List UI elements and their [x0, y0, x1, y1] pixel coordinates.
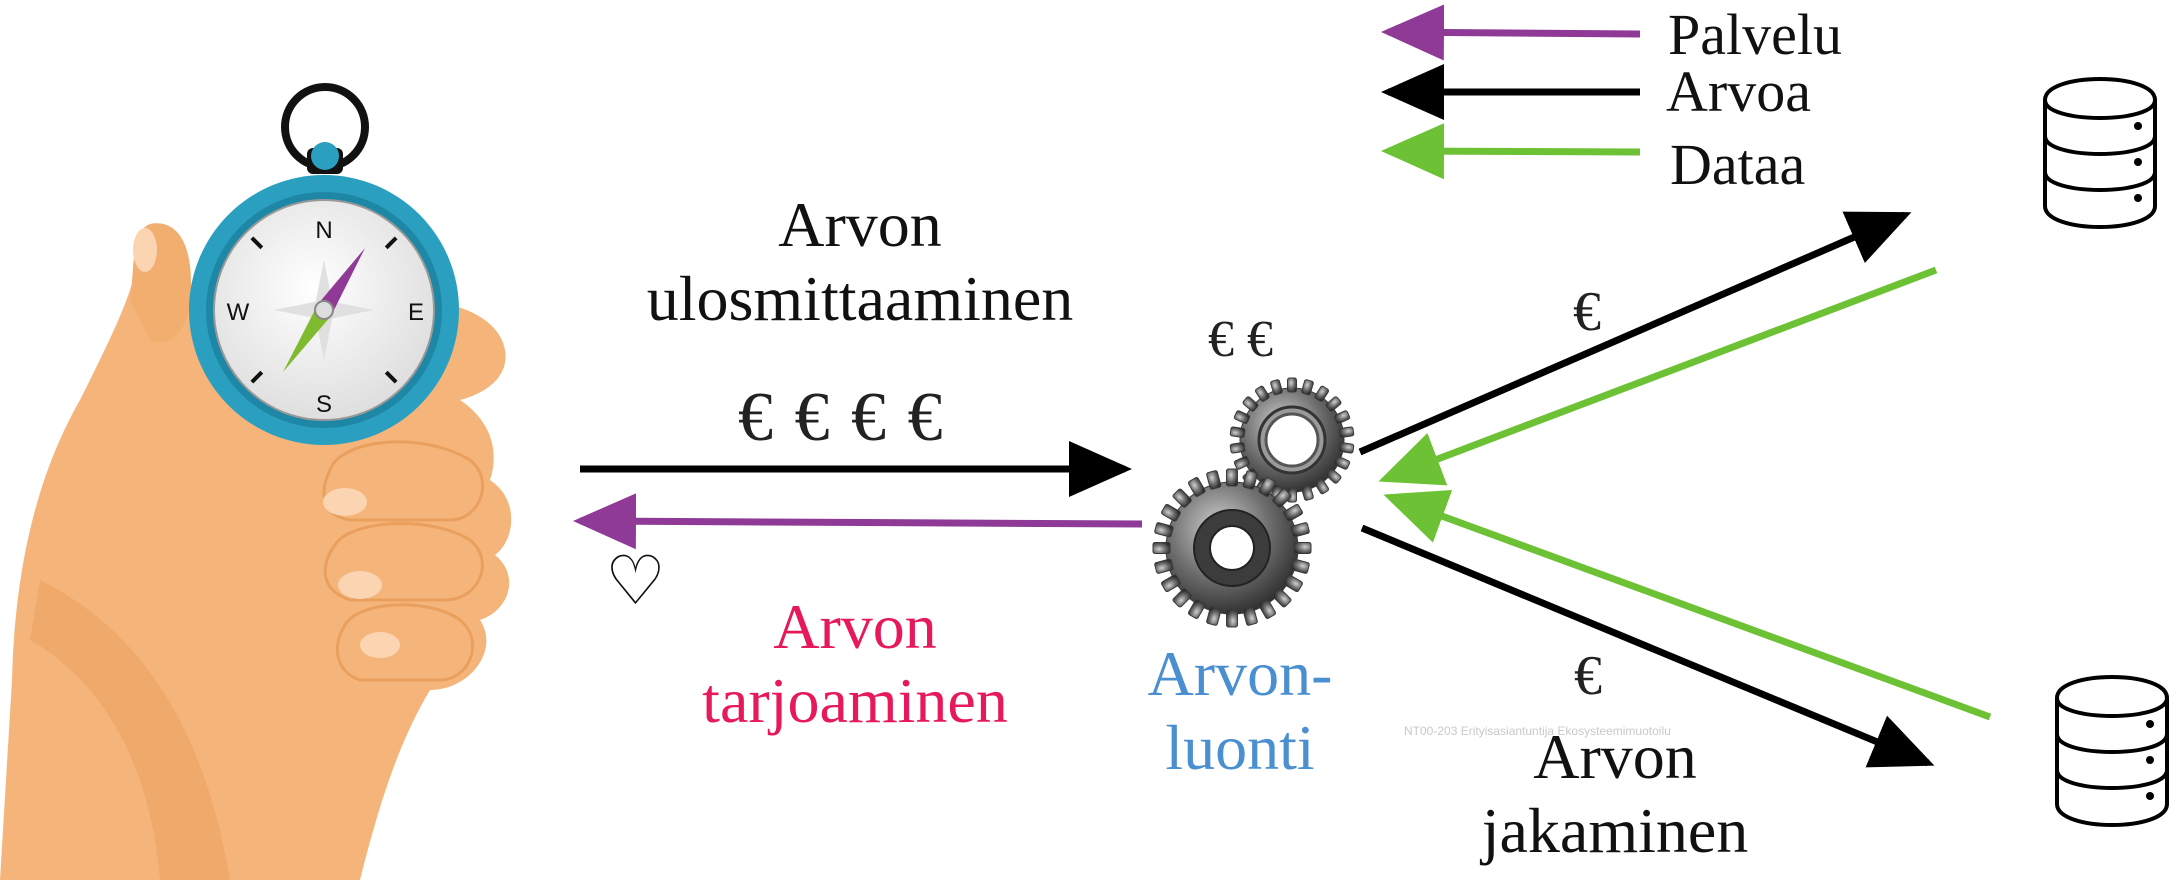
- gear-tooth: [1229, 426, 1246, 438]
- hand-compass-icon: N S W E: [0, 83, 512, 880]
- gear-tooth: [1258, 599, 1277, 619]
- heart-icon: ♡: [605, 542, 666, 621]
- service-arrow: [573, 493, 1143, 550]
- legend-value-label: Arvoa: [1666, 59, 1811, 124]
- compass-tick: [250, 236, 264, 250]
- gear-tooth: [1206, 470, 1222, 490]
- watermark: NT00-203 Erityisasiantuntija Ekosysteemi…: [1404, 724, 1671, 738]
- gear-tooth: [1242, 470, 1258, 490]
- value-arrow-lower: [1360, 524, 1935, 768]
- svg-text:N: N: [315, 217, 332, 244]
- compass-tick: [250, 370, 264, 384]
- compass-tick: [384, 370, 398, 384]
- gear-tooth: [1154, 522, 1174, 538]
- legend-data-label: Dataa: [1670, 132, 1806, 197]
- gear-tooth: [1338, 442, 1355, 454]
- gear-tooth: [1161, 503, 1181, 522]
- gear-tooth: [1325, 468, 1342, 484]
- gear-tooth: [1161, 574, 1181, 593]
- gear-tooth: [1333, 410, 1351, 425]
- small-gear: [1229, 377, 1355, 503]
- legend-data-arrow: [1381, 123, 1641, 180]
- gear-tooth: [1325, 396, 1342, 412]
- gear-tooth: [1226, 609, 1238, 628]
- hand-shadow: [30, 580, 230, 880]
- legend-service-label: Palvelu: [1668, 2, 1842, 67]
- gear-tooth: [1290, 522, 1310, 538]
- gear-tooth: [1272, 488, 1292, 508]
- gear-tooth: [1314, 478, 1330, 495]
- value-arrow-upper: [1358, 211, 1912, 456]
- gear-tooth: [1272, 588, 1292, 608]
- data-arrow-lower: [1383, 489, 1992, 721]
- gear-tooth: [1154, 558, 1174, 574]
- euro-symbol-upper: €: [1573, 281, 1601, 343]
- gear-tooth: [1172, 488, 1192, 508]
- gear-tooth: [1172, 588, 1192, 608]
- gear-tooth: [1187, 477, 1206, 497]
- gear-tooth: [1290, 558, 1310, 574]
- gear-tooth: [1226, 468, 1238, 487]
- extraction-label: Arvon ulosmittaaminen: [646, 189, 1074, 334]
- database-icon: [2043, 77, 2157, 229]
- gear-tooth: [1152, 542, 1171, 554]
- sharing-label: Arvon jakaminen: [1481, 721, 1749, 866]
- svg-text:S: S: [316, 391, 332, 418]
- compass-needle-south: [283, 304, 331, 372]
- compass-tick: [384, 236, 398, 250]
- large-gear: [1152, 468, 1312, 628]
- legend-service-arrow: [1381, 4, 1641, 61]
- gear-tooth: [1293, 542, 1312, 554]
- gear-tooth: [1314, 385, 1330, 402]
- offering-label: Arvon tarjoaminen: [702, 591, 1008, 736]
- gear-tooth: [1233, 455, 1251, 470]
- database-icon: [2055, 675, 2169, 827]
- creation-label: Arvon- luonti: [1147, 638, 1333, 783]
- gear-tooth: [1242, 396, 1259, 412]
- gear-tooth: [1206, 606, 1222, 626]
- hand-finger: [336, 603, 475, 682]
- gear-tooth: [1301, 379, 1314, 396]
- euro-symbols-main: € € € €: [738, 379, 943, 456]
- gear-tooth: [1287, 377, 1297, 393]
- euro-symbol-lower: €: [1574, 645, 1602, 707]
- data-arrow-upper: [1378, 266, 1938, 486]
- gear-tooth: [1258, 477, 1277, 497]
- gear-tooth: [1283, 503, 1303, 522]
- gear-tooth: [1301, 484, 1314, 501]
- gear-tooth: [1254, 385, 1270, 402]
- gear-tooth: [1270, 379, 1283, 396]
- gear-tooth: [1283, 574, 1303, 593]
- svg-text:W: W: [227, 299, 250, 326]
- gear-tooth: [1229, 442, 1246, 454]
- gear-tooth: [1242, 606, 1258, 626]
- euro-symbols-gears: € €: [1208, 311, 1273, 368]
- gear-tooth: [1233, 410, 1251, 425]
- gear-tooth: [1338, 426, 1355, 438]
- gears-icon: [1152, 377, 1355, 628]
- gear-tooth: [1333, 455, 1351, 470]
- compass-needle-north: [318, 248, 365, 316]
- svg-text:E: E: [408, 299, 424, 326]
- gear-tooth: [1187, 599, 1206, 619]
